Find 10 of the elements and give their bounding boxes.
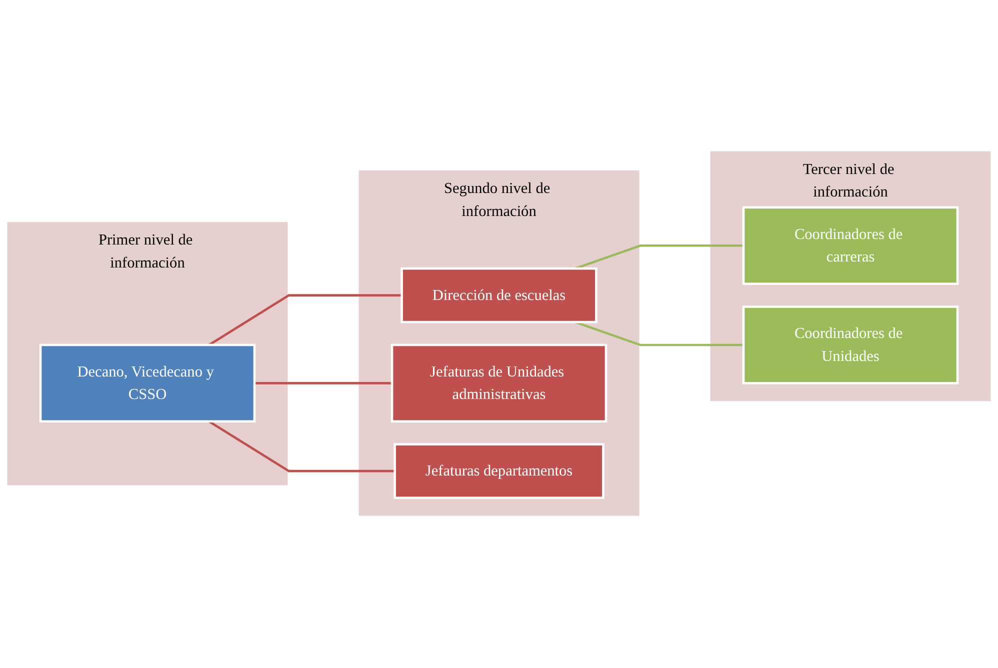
node-box: Coordinadores de carreras [742,206,959,286]
connector [254,382,392,385]
node-box: Jefaturas departamentos [394,444,604,500]
node-box: Decano, Vicedecano y CSSO [39,344,256,424]
connector [574,244,744,270]
node-box: Coordinadores de Unidades [742,306,959,385]
connector [208,420,395,473]
node-box: Jefaturas de Unidades administrativas [390,344,608,424]
connector [208,294,402,346]
node-box: Dirección de escuelas [400,268,598,324]
